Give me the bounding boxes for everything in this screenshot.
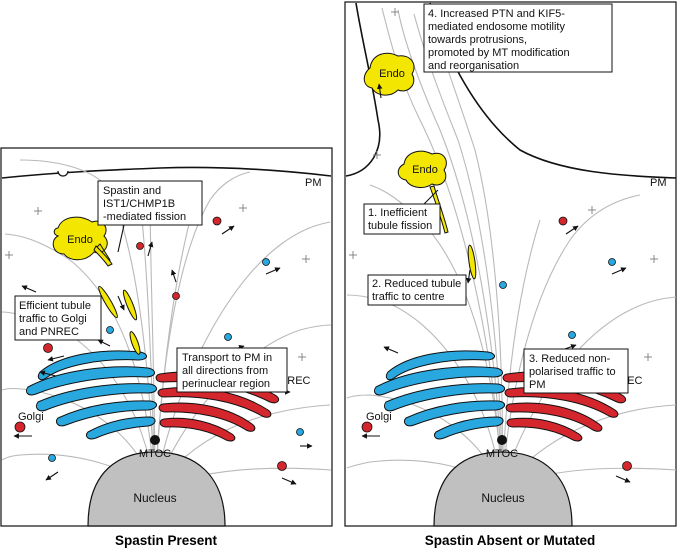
svg-text:and reorganisation: and reorganisation [428, 60, 519, 72]
svg-text:traffic to centre: traffic to centre [372, 291, 445, 303]
left-caption: Spastin Present [115, 533, 218, 548]
right-nucleus-label: Nucleus [481, 491, 524, 505]
right-endosome-top [363, 52, 415, 96]
left-golgi [25, 350, 157, 440]
svg-text:2. Reduced tubule: 2. Reduced tubule [372, 278, 461, 290]
svg-text:and PNREC: and PNREC [19, 326, 79, 338]
svg-text:1. Inefficient: 1. Inefficient [368, 207, 427, 219]
right-callout-2: 2. Reduced tubule traffic to centre [367, 274, 467, 306]
right-plus-ends [349, 8, 658, 361]
right-mtoc [497, 435, 507, 445]
right-callout-3: 3. Reduced non- polarised traffic to PM [523, 348, 629, 394]
svg-text:promoted by MT modification: promoted by MT modification [428, 47, 570, 59]
left-membrane-pit [57, 170, 69, 177]
right-endosome-top-arrow [376, 83, 383, 99]
right-vesicles [361, 216, 632, 471]
svg-text:Spastin and: Spastin and [103, 185, 161, 197]
right-caption: Spastin Absent or Mutated [425, 533, 596, 548]
left-plus-ends [5, 204, 310, 361]
svg-text:perinuclear region: perinuclear region [182, 378, 270, 390]
right-callout-4: 4. Increased PTN and KIF5- mediated endo… [423, 3, 613, 73]
svg-text:IST1/CHMP1B: IST1/CHMP1B [103, 198, 175, 210]
right-tubule [467, 244, 477, 280]
left-motion-arrows [13, 225, 313, 485]
svg-text:Transport to PM in: Transport to PM in [182, 352, 272, 364]
left-callout-efficient: Efficient tubule traffic to Golgi and PN… [14, 295, 102, 341]
svg-text:traffic to Golgi: traffic to Golgi [19, 313, 87, 325]
left-mtoc-label: MTOC [139, 448, 171, 460]
svg-text:PM: PM [529, 379, 546, 391]
right-pm-label: PM [650, 177, 667, 189]
right-mtoc-label: MTOC [486, 448, 518, 460]
svg-text:all directions from: all directions from [182, 365, 268, 377]
left-plasma-membrane [1, 166, 332, 179]
right-endosome-top-label: Endo [379, 68, 405, 80]
svg-text:4. Increased PTN and KIF5-: 4. Increased PTN and KIF5- [428, 8, 565, 20]
left-endosome-label: Endo [67, 234, 93, 246]
right-golgi [373, 350, 505, 440]
left-endosome-tail [93, 245, 113, 267]
svg-text:tubule fission: tubule fission [368, 220, 432, 232]
svg-text:Efficient tubule: Efficient tubule [19, 300, 91, 312]
left-vesicles [14, 216, 304, 471]
left-golgi-label: Golgi [18, 411, 44, 423]
right-nucleus [433, 451, 573, 527]
left-pm-label: PM [305, 177, 322, 189]
left-panel: PM Nucleus [0, 147, 333, 548]
right-endosome-mid [397, 150, 449, 234]
right-panel: PM Nucleus [344, 1, 677, 548]
left-callout-fission: Spastin and IST1/CHMP1B -mediated fissio… [97, 180, 203, 253]
right-endosome-mid-label: Endo [412, 164, 438, 176]
svg-text:polarised traffic to: polarised traffic to [529, 366, 616, 378]
right-callout-1: 1. Inefficient tubule fission [363, 189, 441, 235]
right-golgi-label: Golgi [366, 411, 392, 423]
left-callout-transport: Transport to PM in all directions from p… [176, 347, 288, 393]
svg-text:3. Reduced non-: 3. Reduced non- [529, 353, 611, 365]
left-nucleus [87, 451, 226, 527]
svg-text:towards protrusions,: towards protrusions, [428, 34, 527, 46]
svg-text:mediated endosome motility: mediated endosome motility [428, 21, 565, 33]
svg-text:-mediated fission: -mediated fission [103, 211, 186, 223]
left-nucleus-label: Nucleus [133, 491, 176, 505]
left-mtoc [150, 435, 160, 445]
left-tubules [98, 285, 141, 355]
